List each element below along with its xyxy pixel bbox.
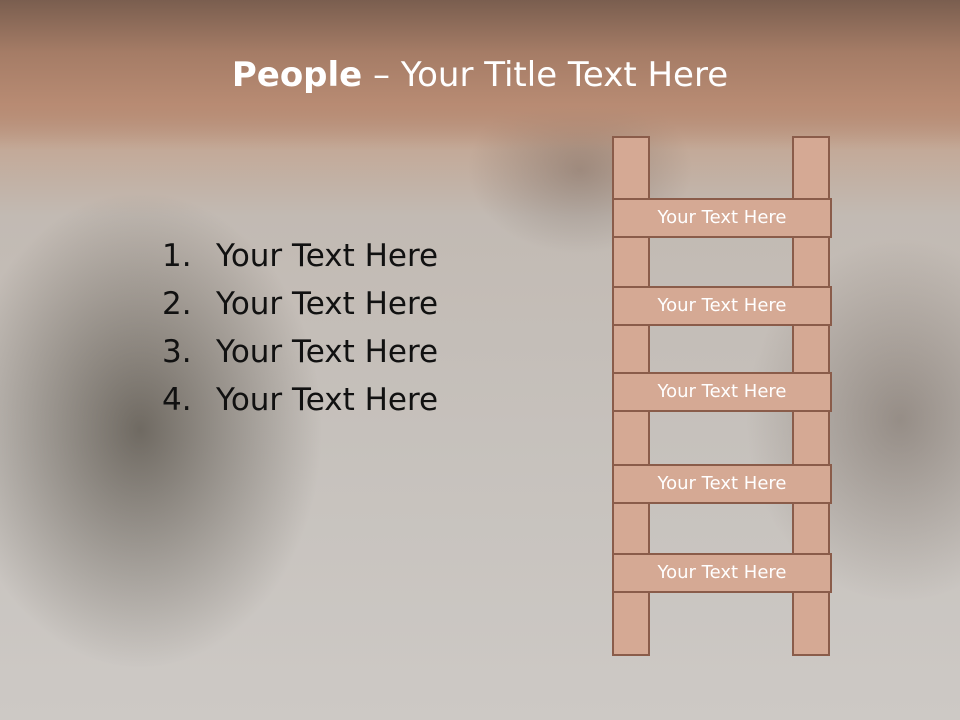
- ladder-rung-2: Your Text Here: [612, 286, 832, 326]
- title-rest: Your Title Text Here: [400, 55, 729, 95]
- list-item: 1. Your Text Here: [162, 232, 438, 280]
- list-item: 4. Your Text Here: [162, 376, 438, 424]
- numbered-list: 1. Your Text Here 2. Your Text Here 3. Your…: [162, 232, 438, 424]
- list-text: Your Text Here: [216, 334, 439, 370]
- list-text: Your Text Here: [216, 238, 439, 274]
- slide-title: People – Your Title Text Here: [0, 52, 960, 98]
- ladder-rung-5: Your Text Here: [612, 553, 832, 593]
- title-band: [0, 0, 960, 150]
- list-text: Your Text Here: [216, 382, 439, 418]
- list-number: 1.: [162, 238, 192, 274]
- title-bold: People: [231, 55, 363, 95]
- list-number: 3.: [162, 334, 192, 370]
- list-number: 4.: [162, 382, 192, 418]
- list-item: 2. Your Text Here: [162, 280, 438, 328]
- ladder-rung-3: Your Text Here: [612, 372, 832, 412]
- ladder-rung-4: Your Text Here: [612, 464, 832, 504]
- ladder-rung-1: Your Text Here: [612, 198, 832, 238]
- list-text: Your Text Here: [216, 286, 439, 322]
- list-number: 2.: [162, 286, 192, 322]
- title-dash: –: [362, 55, 401, 95]
- list-item: 3. Your Text Here: [162, 328, 438, 376]
